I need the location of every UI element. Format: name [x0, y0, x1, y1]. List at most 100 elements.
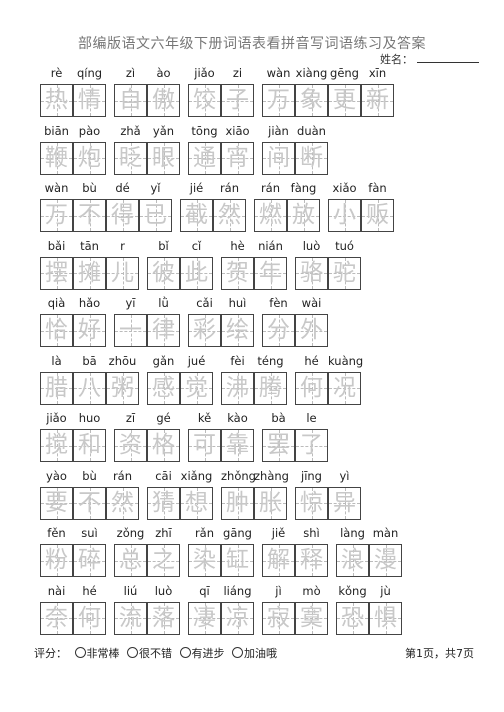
writing-cell[interactable]: 彼 — [147, 256, 180, 290]
writing-cell[interactable]: 自 — [114, 84, 147, 117]
writing-cell[interactable]: 何 — [295, 371, 328, 405]
writing-cell[interactable]: 粉 — [40, 544, 73, 577]
writing-cell[interactable]: 摊 — [73, 256, 106, 290]
writing-cell[interactable]: 一 — [114, 314, 147, 347]
writing-cell[interactable]: 总 — [114, 544, 147, 577]
writing-cell[interactable]: 绘 — [221, 314, 254, 347]
writing-cell[interactable]: 感 — [147, 371, 180, 405]
writing-cell[interactable]: 染 — [188, 544, 221, 577]
writing-cell[interactable]: 沸 — [221, 371, 254, 405]
writing-cell[interactable]: 寞 — [295, 601, 328, 635]
writing-cell[interactable]: 新 — [361, 84, 394, 117]
writing-cell[interactable]: 寂 — [262, 601, 295, 635]
writing-cell[interactable]: 解 — [262, 544, 295, 577]
writing-cell[interactable]: 好 — [73, 314, 106, 347]
writing-cell[interactable]: 要 — [40, 486, 73, 520]
writing-cell[interactable]: 外 — [295, 314, 328, 347]
writing-cell[interactable]: 觉 — [180, 371, 213, 405]
writing-cell[interactable]: 可 — [188, 429, 221, 462]
answer-character: 释 — [300, 547, 323, 573]
writing-cell[interactable]: 然 — [106, 486, 139, 520]
answer-character: 鞭 — [45, 144, 68, 171]
writing-cell[interactable]: 腾 — [254, 371, 287, 405]
writing-cell[interactable]: 傲 — [147, 84, 180, 117]
writing-cell[interactable]: 万 — [40, 199, 73, 232]
writing-cell[interactable]: 恰 — [40, 314, 73, 347]
writing-cell[interactable]: 子 — [221, 84, 254, 117]
writing-cell[interactable]: 资 — [114, 429, 147, 462]
writing-cell[interactable]: 炮 — [73, 141, 106, 175]
writing-cell[interactable]: 鞭 — [40, 141, 73, 175]
writing-cell[interactable]: 腊 — [40, 371, 73, 405]
writing-cell[interactable]: 然 — [213, 199, 246, 232]
writing-cell[interactable]: 万 — [262, 84, 295, 117]
writing-cell[interactable]: 不 — [73, 486, 106, 520]
writing-cell[interactable]: 截 — [180, 199, 213, 232]
writing-cell[interactable]: 况 — [328, 371, 361, 405]
writing-cell[interactable]: 得 — [106, 199, 139, 232]
writing-cell[interactable]: 热 — [40, 84, 73, 117]
writing-cell[interactable]: 奈 — [40, 601, 73, 635]
writing-cell[interactable]: 眨 — [114, 141, 147, 175]
pinyin-label: xīn — [368, 66, 387, 80]
writing-cell[interactable]: 饺 — [188, 84, 221, 117]
writing-cell[interactable]: 何 — [73, 601, 106, 635]
writing-cell[interactable]: 搅 — [40, 429, 73, 462]
score-option-progress[interactable]: 有进步 — [179, 647, 225, 660]
writing-cell[interactable]: 靠 — [221, 429, 254, 462]
writing-cell[interactable]: 流 — [114, 601, 147, 635]
writing-cell[interactable]: 罢 — [262, 429, 295, 462]
writing-cell[interactable]: 摆 — [40, 256, 73, 290]
writing-cell[interactable]: 恐 — [336, 601, 369, 635]
writing-cell[interactable]: 不 — [73, 199, 106, 232]
writing-cell[interactable]: 断 — [295, 141, 328, 175]
writing-cell[interactable]: 异 — [328, 486, 361, 520]
writing-cell[interactable]: 胀 — [254, 486, 287, 520]
writing-cell[interactable]: 情 — [73, 84, 106, 117]
writing-cell[interactable]: 骆 — [295, 256, 328, 290]
writing-cell[interactable]: 宵 — [221, 141, 254, 175]
writing-cell[interactable]: 燃 — [254, 199, 287, 232]
writing-cell[interactable]: 通 — [188, 141, 221, 175]
writing-cell[interactable]: 惊 — [295, 486, 328, 520]
writing-cell[interactable]: 此 — [180, 256, 213, 290]
writing-cell[interactable]: 漫 — [369, 544, 402, 577]
writing-cell[interactable]: 凄 — [188, 601, 221, 635]
writing-cell[interactable]: 浪 — [336, 544, 369, 577]
score-option-keep-going[interactable]: 加油哦 — [232, 647, 277, 660]
writing-cell[interactable]: 猜 — [147, 486, 180, 520]
writing-cell[interactable]: 驼 — [328, 256, 361, 290]
writing-cell[interactable]: 了 — [295, 429, 328, 462]
writing-cell[interactable]: 彩 — [188, 314, 221, 347]
writing-cell[interactable]: 贺 — [221, 256, 254, 290]
writing-cell[interactable]: 分 — [262, 314, 295, 347]
writing-cell[interactable]: 眼 — [147, 141, 180, 175]
writing-cell[interactable]: 间 — [262, 141, 295, 175]
writing-cell[interactable]: 释 — [295, 544, 328, 577]
writing-cell[interactable]: 格 — [147, 429, 180, 462]
score-option-excellent[interactable]: 非常棒 — [74, 647, 120, 660]
answer-character: 流 — [119, 604, 142, 631]
writing-cell[interactable]: 肿 — [221, 486, 254, 520]
writing-cell[interactable]: 想 — [180, 486, 213, 520]
writing-cell[interactable]: 贩 — [361, 199, 394, 232]
writing-cell[interactable]: 惧 — [369, 601, 402, 635]
writing-cell[interactable]: 碎 — [73, 544, 106, 577]
writing-cell[interactable]: 八 — [73, 371, 106, 405]
writing-cell[interactable]: 凉 — [221, 601, 254, 635]
writing-cell[interactable]: 粥 — [106, 371, 139, 405]
writing-cell[interactable]: 已 — [139, 199, 172, 232]
score-label: 评分： — [34, 647, 67, 660]
writing-cell[interactable]: 象 — [295, 84, 328, 117]
writing-cell[interactable]: 缸 — [221, 544, 254, 577]
writing-cell[interactable]: 更 — [328, 84, 361, 117]
writing-cell[interactable]: 儿 — [106, 256, 139, 290]
writing-cell[interactable]: 律 — [147, 314, 180, 347]
writing-cell[interactable]: 之 — [147, 544, 180, 577]
writing-cell[interactable]: 和 — [73, 429, 106, 462]
writing-cell[interactable]: 落 — [147, 601, 180, 635]
writing-cell[interactable]: 放 — [287, 199, 320, 232]
writing-cell[interactable]: 年 — [254, 256, 287, 290]
writing-cell[interactable]: 小 — [328, 199, 361, 232]
score-option-good[interactable]: 很不错 — [127, 647, 172, 660]
